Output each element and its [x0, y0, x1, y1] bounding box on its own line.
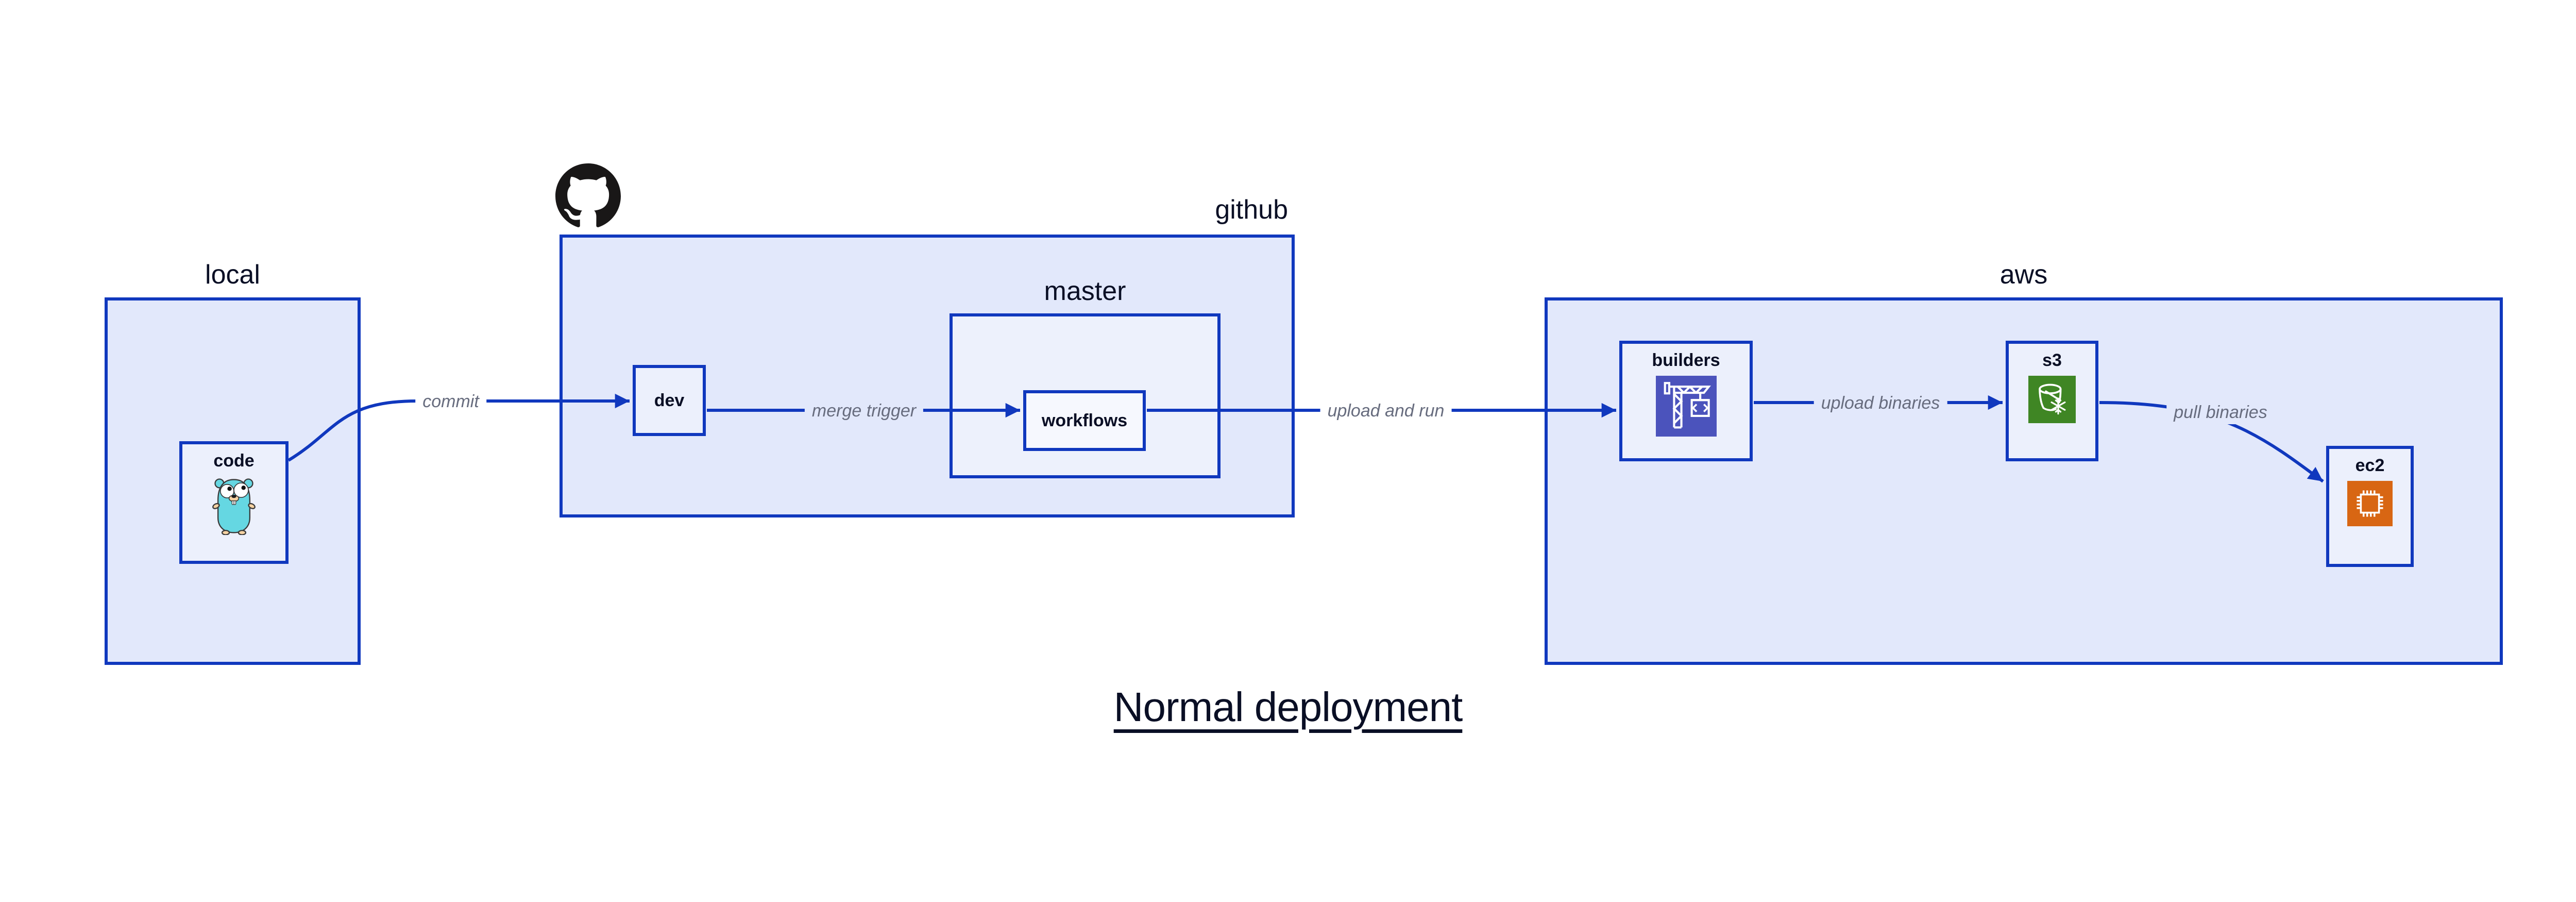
edge-label-pull-binaries: pull binaries — [2166, 400, 2275, 424]
edge-label-upload-binaries: upload binaries — [1814, 391, 1947, 415]
node-workflows: workflows — [1023, 390, 1146, 451]
node-dev-label: dev — [654, 391, 685, 410]
diagram-title: Normal deployment — [1113, 684, 1463, 730]
node-ec2: ec2 — [2326, 446, 2414, 567]
aws-codebuild-crane-icon — [1655, 376, 1717, 437]
container-label-aws: aws — [1999, 260, 2048, 290]
node-ec2-label: ec2 — [2355, 456, 2385, 475]
go-gopher-icon — [210, 475, 258, 535]
node-builders-label: builders — [1652, 350, 1720, 370]
node-code: code — [179, 441, 289, 564]
aws-s3-glacier-bucket-icon — [2028, 376, 2076, 423]
edge-label-commit: commit — [415, 390, 486, 413]
node-code-label: code — [213, 451, 255, 471]
container-label-local: local — [205, 260, 260, 290]
node-s3: s3 — [2006, 341, 2098, 461]
aws-ec2-chip-icon — [2347, 481, 2393, 526]
container-label-github: github — [1215, 195, 1288, 225]
node-s3-label: s3 — [2042, 350, 2062, 370]
node-workflows-label: workflows — [1041, 411, 1128, 430]
container-label-master: master — [1044, 276, 1126, 306]
node-dev: dev — [633, 365, 706, 436]
node-builders: builders — [1619, 341, 1753, 461]
edge-label-upload-and-run: upload and run — [1320, 399, 1452, 423]
edge-label-merge-trigger: merge trigger — [804, 399, 924, 423]
github-octocat-icon — [555, 163, 621, 227]
